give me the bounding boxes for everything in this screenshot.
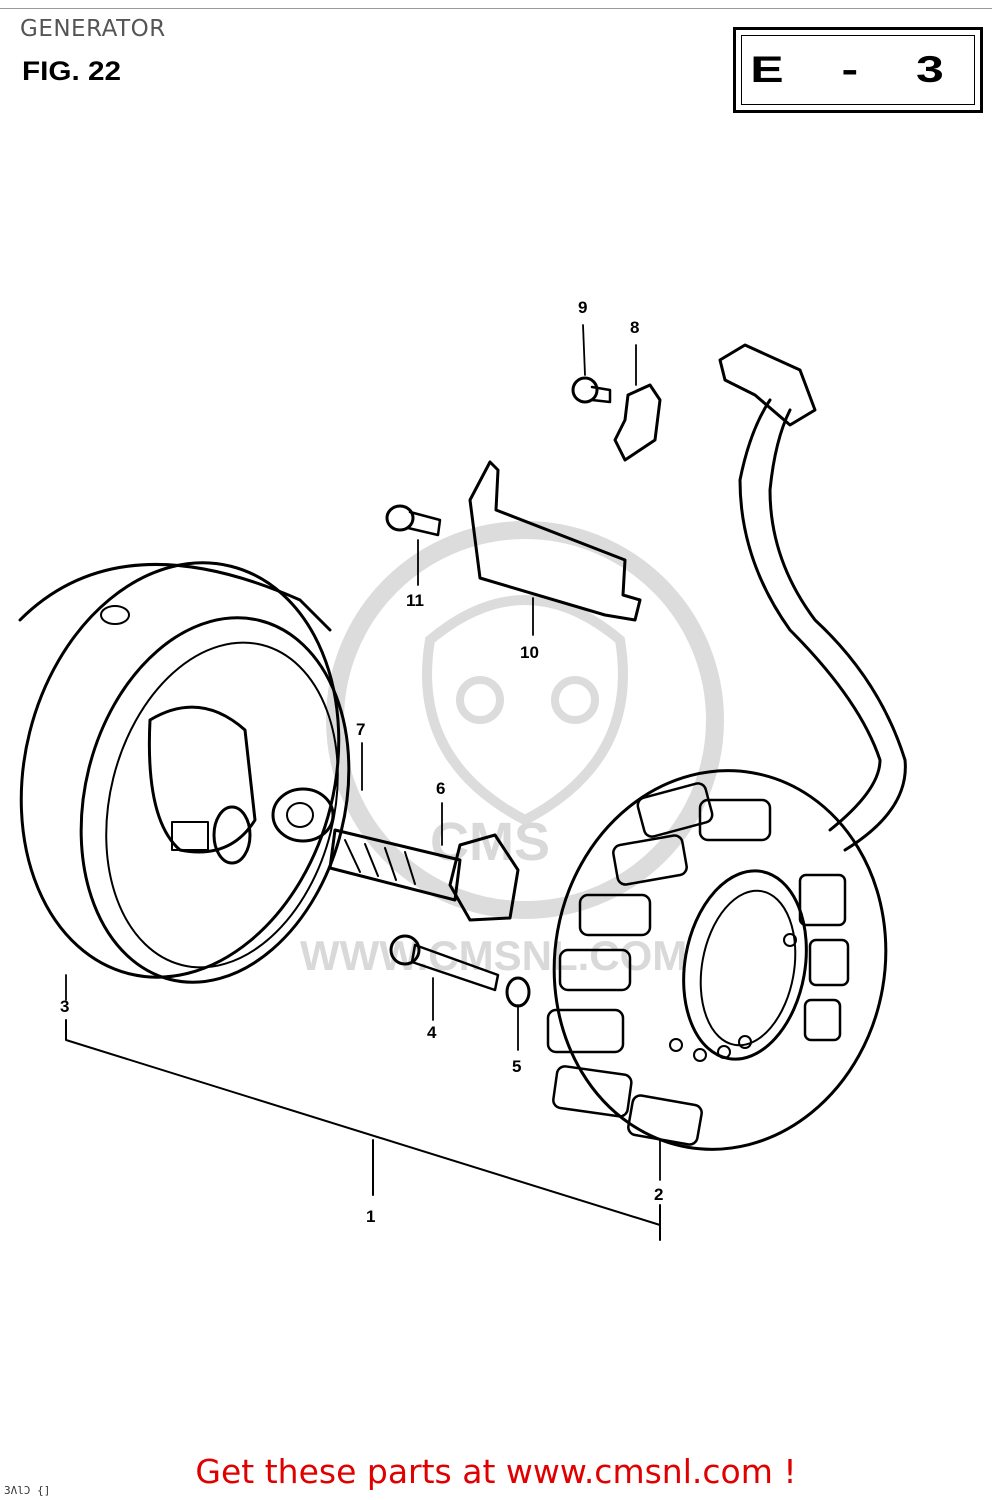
- callout-3: 3: [60, 997, 69, 1016]
- rotor-outer-shell: [18, 562, 332, 632]
- callout-9: 9: [578, 298, 587, 317]
- screw-head: [389, 934, 421, 966]
- rotor-bolt-part-6: [328, 828, 520, 922]
- washer-outer: [271, 787, 335, 843]
- stator-center-bore: [682, 869, 808, 1061]
- stator-mount-holes: [669, 933, 797, 1062]
- wire-harness: [718, 343, 907, 852]
- rotor-hub: [147, 705, 257, 854]
- screw-head: [385, 504, 415, 532]
- stator-coil: [803, 998, 842, 1042]
- bolt-thread-hatch: [344, 839, 416, 885]
- washer-part-7: [271, 787, 335, 843]
- part-1-assembly-bracket: [65, 1019, 661, 1241]
- watermark-mascot-eye: [456, 676, 504, 724]
- callout-10: 10: [520, 643, 539, 662]
- stator-coil: [627, 1094, 703, 1146]
- page-title: GENERATOR: [20, 16, 166, 42]
- stator-coil: [612, 834, 688, 886]
- screw-part-9: [571, 376, 612, 404]
- stator-coil: [546, 1008, 625, 1054]
- stator-coils: [546, 782, 850, 1146]
- watermark: [326, 521, 724, 919]
- watermark-brand: CMS: [430, 812, 550, 872]
- callout-7: 7: [356, 720, 365, 739]
- watermark-mascot-eye: [551, 676, 599, 724]
- harness-connector: [718, 343, 817, 427]
- parts-cta-link[interactable]: Get these parts at www.cmsnl.com !: [195, 1452, 797, 1491]
- washer-part-5: [505, 976, 531, 1008]
- corner-code: 3ɅlƆ {]: [4, 1484, 51, 1497]
- callout-4: 4: [427, 1023, 437, 1042]
- callout-5: 5: [512, 1057, 521, 1076]
- washer-inner: [286, 802, 314, 828]
- top-rule: [0, 8, 992, 9]
- callout-6: 6: [436, 779, 445, 798]
- callout-11: 11: [406, 591, 424, 610]
- callout-1: 1: [366, 1207, 375, 1226]
- rotor-inner-rim: [105, 641, 339, 969]
- section-code: E - 3: [750, 48, 966, 90]
- cover-plate-part-10: [468, 460, 642, 622]
- figure-number: FIG. 22: [22, 56, 122, 86]
- stator-coil: [698, 798, 772, 842]
- screw-shank: [590, 385, 612, 404]
- watermark-logo-circle: [326, 521, 724, 919]
- rotor-hub-key: [171, 821, 209, 851]
- stator-coil: [558, 948, 632, 992]
- rotor-hub-bore: [212, 805, 252, 865]
- section-code-inner-frame: [741, 35, 975, 105]
- screw-part-11: [385, 504, 442, 537]
- bolt-hex-head: [448, 833, 520, 922]
- stator-coil: [808, 938, 850, 987]
- stator-coil: [798, 873, 847, 927]
- watermark-mascot-face: [422, 595, 628, 826]
- stator-bore-inner: [699, 889, 797, 1047]
- harness-wire: [768, 408, 907, 852]
- harness-wire: [738, 398, 882, 832]
- stator-coil: [552, 1065, 633, 1118]
- stator: [546, 769, 888, 1151]
- rotor-shell-hole: [100, 605, 130, 625]
- stator-coil: [578, 893, 652, 937]
- stator-body: [552, 769, 888, 1151]
- watermark-url: WWW.CMSNL.COM: [300, 932, 687, 979]
- section-code-box: E - 3: [733, 27, 983, 113]
- screw-part-4: [389, 934, 500, 992]
- callout-2: 2: [654, 1185, 663, 1204]
- screw-shank: [410, 943, 500, 992]
- callout-8: 8: [630, 318, 639, 337]
- clamp-part-8: [613, 383, 662, 462]
- leader-lines: [65, 324, 661, 1181]
- screw-shank: [406, 510, 442, 537]
- bolt-shank: [328, 828, 462, 902]
- screw-head: [571, 376, 599, 404]
